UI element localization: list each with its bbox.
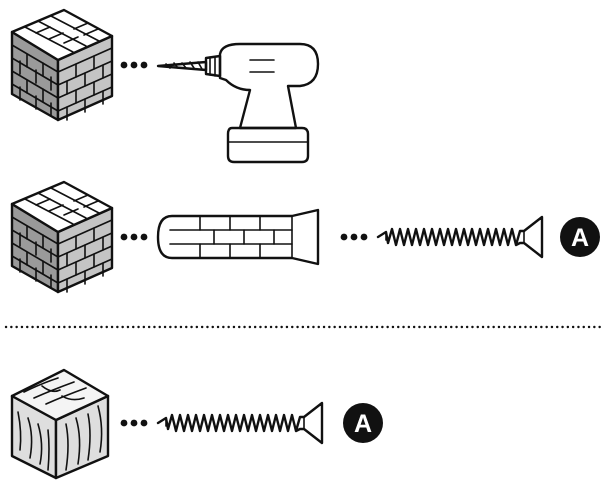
ellipsis-icon xyxy=(120,61,148,69)
wall-plug-icon xyxy=(156,208,320,266)
ellipsis-icon xyxy=(120,233,148,241)
badge-label: A xyxy=(571,224,589,252)
drill-icon xyxy=(156,42,320,164)
badge-a-icon: A xyxy=(343,403,383,443)
ellipsis-icon xyxy=(340,233,368,241)
screw-icon xyxy=(376,215,544,259)
badge-a-icon: A xyxy=(560,217,600,257)
step-2: A xyxy=(10,180,600,294)
brick-wall-icon xyxy=(10,180,114,294)
brick-wall-icon xyxy=(10,8,114,122)
step-3: A xyxy=(10,368,383,480)
screw-icon xyxy=(156,401,324,445)
ellipsis-icon xyxy=(120,419,148,427)
step-1 xyxy=(10,8,320,164)
badge-label: A xyxy=(354,410,372,438)
wood-block-icon xyxy=(10,368,110,480)
